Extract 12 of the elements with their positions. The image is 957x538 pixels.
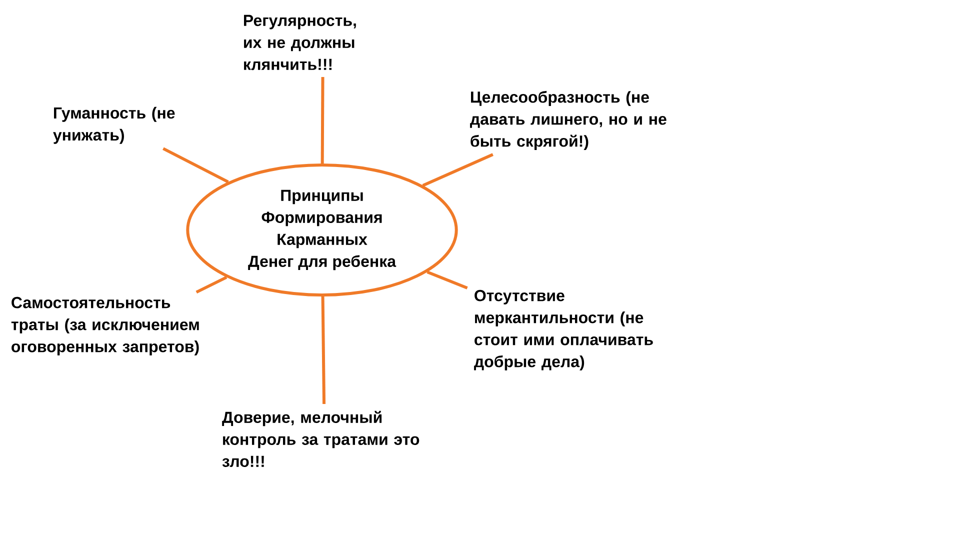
principle-text: Регулярность, их не должны клянчить!!! [244,14,356,70]
connector-line [162,147,229,184]
principle-text: Самостоятельность траты (за исключением оговоренных запретов) [11,296,199,356]
principle-text: Гуманность (не унижать) [53,106,175,144]
principle-text: Отсутствие меркантильности (не стоит ими оплачивать добрые дела) [474,290,653,370]
principle-text: Целесообразность (не давать лишнего, но и не быть скрягой!) [470,90,666,150]
principle-text: Доверие, мелочный контроль за тратами это зло!!! [222,410,420,467]
connector-line [426,270,468,290]
connector-line [196,276,228,294]
connector-line [422,153,494,187]
connector-line [321,296,326,404]
connector-line [320,77,324,164]
